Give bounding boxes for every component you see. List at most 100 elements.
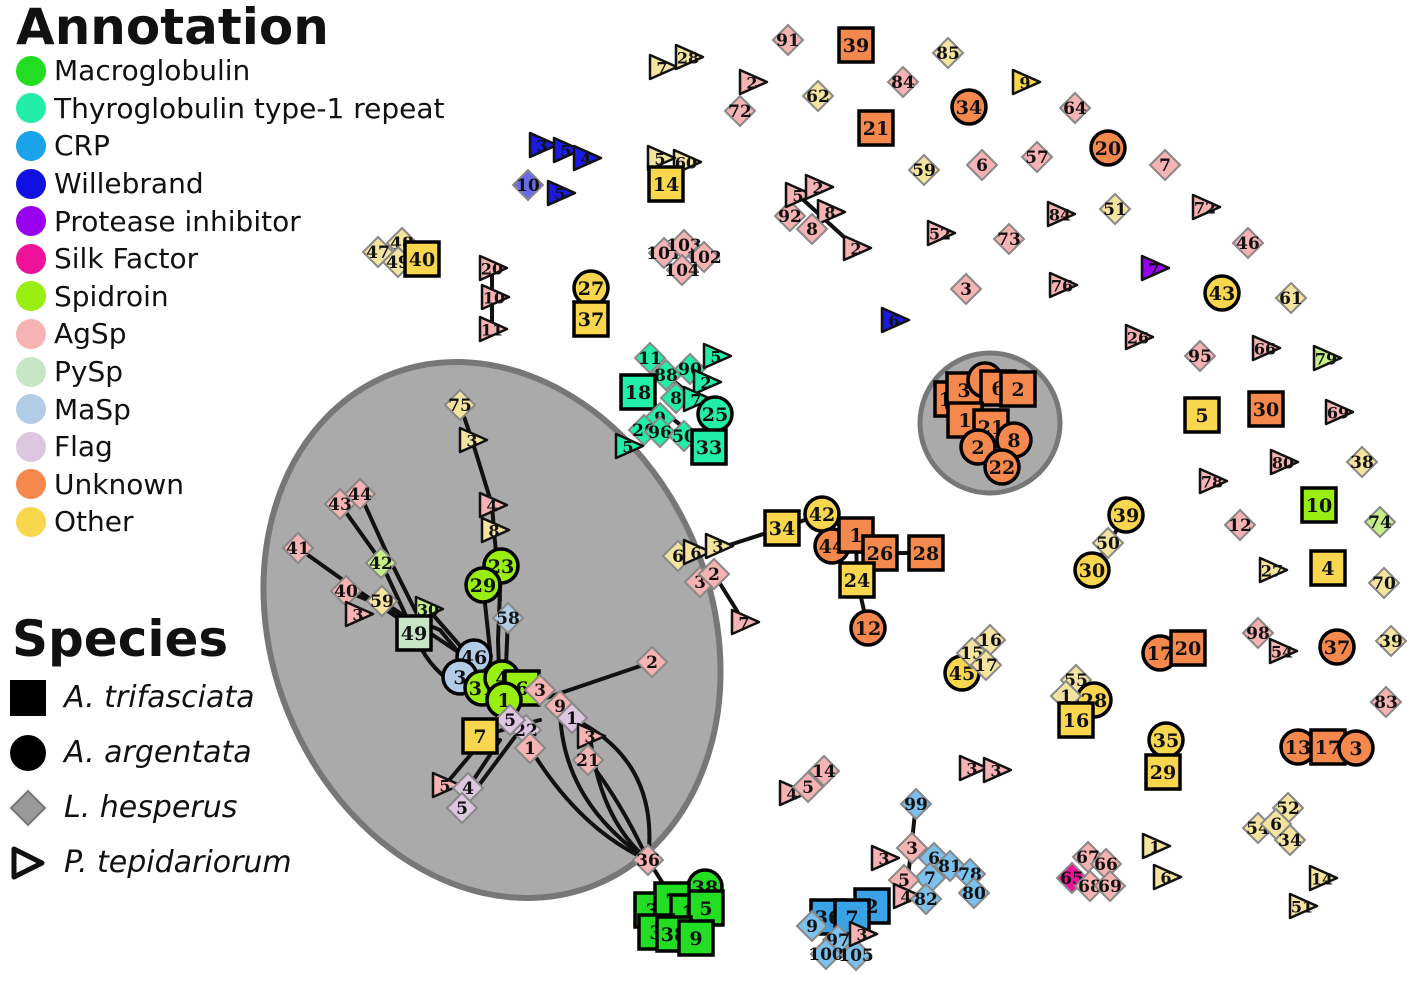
- node-diamond: 8: [795, 212, 829, 246]
- annotation-legend-item: Protease inhibitor: [16, 202, 496, 240]
- node-label: 14: [812, 762, 836, 782]
- node-label: 5: [792, 187, 803, 206]
- node-triangle: 69: [1324, 398, 1355, 426]
- node-diamond: 84: [886, 65, 920, 99]
- node-triangle: 3: [870, 844, 901, 872]
- node-label: 5: [710, 348, 721, 367]
- node-diamond: 11: [633, 341, 667, 375]
- node-label: 58: [496, 609, 520, 629]
- node-label: 28: [677, 49, 699, 68]
- node-label: 28: [913, 543, 939, 565]
- node-diamond: 100: [808, 937, 844, 971]
- node-diamond: 14: [807, 754, 841, 788]
- node-diamond: 74: [1363, 505, 1397, 539]
- species-label: A. argentata: [64, 735, 252, 770]
- annotation-label: Other: [54, 505, 134, 539]
- node-label: 51: [1291, 898, 1313, 917]
- node-triangle: 3: [458, 426, 489, 454]
- annotation-legend-item: Macroglobulin: [16, 52, 496, 90]
- node-diamond: 38: [1345, 445, 1379, 479]
- node-diamond: 88: [649, 358, 683, 392]
- node-triangle: 5: [646, 144, 677, 172]
- node-label: 104: [664, 261, 700, 281]
- node-label: 3: [906, 839, 918, 859]
- node-label: 3: [990, 762, 1001, 781]
- node-diamond: 2: [697, 557, 731, 591]
- node-label: 80: [1272, 454, 1294, 473]
- annotation-legend-item: Flag: [16, 428, 496, 466]
- node-label: 6: [672, 547, 684, 567]
- node-diamond: 59: [365, 584, 399, 618]
- node-circle: 42: [803, 495, 841, 533]
- node-diamond: 3: [949, 272, 983, 306]
- node-diamond: 5: [791, 770, 825, 804]
- node-label: 6: [1160, 869, 1171, 888]
- annotation-legend-item: Spidroin: [16, 278, 496, 316]
- node-label: 75: [448, 396, 472, 416]
- node-label: 4: [486, 497, 497, 516]
- node-triangle: 28: [674, 43, 705, 71]
- node-label: 40: [334, 582, 358, 602]
- node-label: 42: [809, 504, 835, 526]
- node-diamond: 82: [909, 882, 943, 916]
- node-triangle: 5: [614, 432, 645, 460]
- node-label: 4: [786, 785, 797, 804]
- annotation-legend-item: Silk Factor: [16, 240, 496, 278]
- node-label: 16: [1063, 710, 1089, 732]
- node-diamond: 68: [1073, 869, 1107, 903]
- node-circle: 35: [1147, 721, 1185, 759]
- node-label: 8: [670, 389, 682, 409]
- edge: [528, 746, 650, 862]
- node-square: 30: [1247, 390, 1285, 428]
- node-triangle: 7: [648, 53, 679, 81]
- node-diamond: 3: [523, 673, 557, 707]
- node-triangle: 6: [682, 538, 713, 566]
- node-label: 46: [1236, 234, 1260, 254]
- species-label: A. trifasciata: [64, 680, 255, 715]
- node-label: 42: [369, 554, 393, 574]
- node-label: 45: [949, 663, 975, 685]
- annotation-swatch: [16, 168, 46, 199]
- node-label: 7: [1159, 156, 1171, 176]
- node-diamond: 36: [631, 843, 665, 877]
- node-label: 6: [976, 156, 988, 176]
- node-label: 102: [686, 248, 722, 268]
- node-label: 84: [1049, 206, 1071, 225]
- species-legend-item: A. argentata: [8, 725, 348, 780]
- node-label: 26: [867, 543, 893, 565]
- node-diamond: 6: [965, 148, 999, 182]
- node-label: 54: [1271, 643, 1293, 662]
- node-diamond: 2: [635, 645, 669, 679]
- node-label: 5: [554, 185, 565, 204]
- node-label: 7: [656, 59, 667, 78]
- node-label: 6: [1270, 815, 1282, 835]
- node-label: 5: [622, 438, 633, 457]
- node-triangle: 27: [1258, 556, 1289, 584]
- node-label: 5: [802, 778, 814, 798]
- node-label: 9: [1019, 74, 1030, 93]
- node-label: 82: [914, 890, 938, 910]
- annotation-legend-item: MaSp: [16, 390, 496, 428]
- node-triangle: 72: [1191, 193, 1222, 221]
- node-label: 2: [700, 374, 711, 393]
- species-legend-item: L. hesperus: [8, 780, 348, 835]
- node-triangle: 7: [730, 608, 761, 636]
- node-label: 80: [962, 884, 986, 904]
- node-label: 69: [1327, 404, 1349, 423]
- node-label: 64: [1063, 99, 1087, 119]
- node-diamond: 5: [445, 791, 479, 825]
- node-label: 18: [625, 382, 651, 404]
- circle-shape-icon: [10, 734, 46, 771]
- node-label: 27: [1261, 562, 1283, 581]
- node-label: 1: [1060, 687, 1072, 707]
- node-diamond: 73: [992, 222, 1026, 256]
- node-square: 9: [677, 919, 715, 957]
- node-label: 51: [1103, 200, 1127, 220]
- node-label: 2: [850, 240, 861, 259]
- node-label: 17: [1147, 643, 1173, 665]
- node-triangle: 7: [682, 385, 713, 413]
- node-label: 78: [1201, 473, 1223, 492]
- node-label: 8: [488, 522, 499, 541]
- node-label: 5: [699, 898, 712, 920]
